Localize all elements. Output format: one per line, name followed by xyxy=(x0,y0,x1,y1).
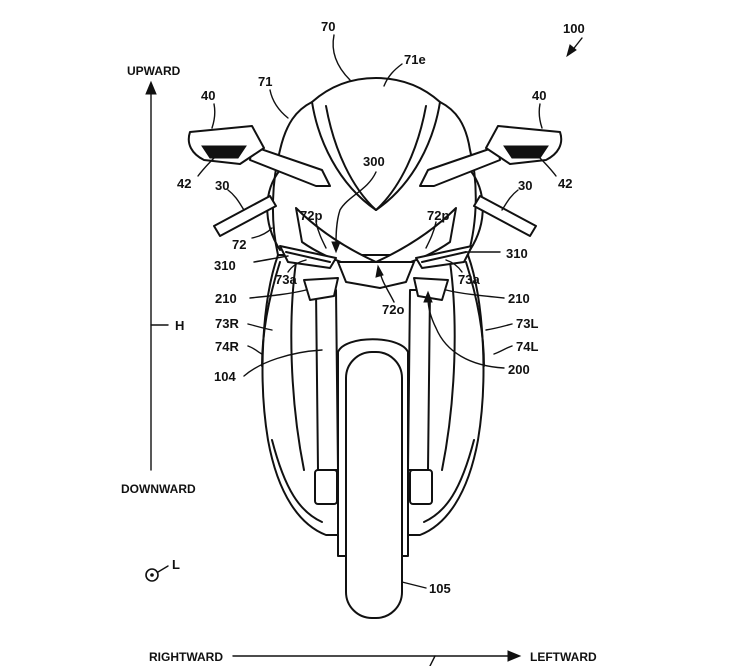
label-30-left: 30 xyxy=(518,178,532,193)
label-leftward: LEFTWARD xyxy=(530,650,597,664)
leader-lines xyxy=(197,34,557,589)
label-210-left: 210 xyxy=(508,291,530,306)
mirror-light-right xyxy=(201,145,247,159)
horizontal-axis xyxy=(232,650,522,666)
label-310-right: 310 xyxy=(214,258,236,273)
label-70: 70 xyxy=(321,19,335,34)
label-73L: 73L xyxy=(516,316,538,331)
label-200: 200 xyxy=(508,362,530,377)
label-71: 71 xyxy=(258,74,272,89)
label-71e: 71e xyxy=(404,52,426,67)
label-length-axis: L xyxy=(172,557,180,572)
label-height: H xyxy=(175,318,184,333)
vertical-axis xyxy=(145,80,169,471)
label-72o: 72o xyxy=(382,302,404,317)
reference-arrow xyxy=(566,37,583,58)
label-40-right: 40 xyxy=(201,88,215,103)
l-axis-symbol xyxy=(145,565,169,582)
label-rightward: RIGHTWARD xyxy=(149,650,223,664)
label-72p-left: 72p xyxy=(427,208,449,223)
front-wheel xyxy=(345,351,403,619)
lamp-left xyxy=(413,277,449,301)
label-74R: 74R xyxy=(215,339,239,354)
label-42-right: 42 xyxy=(177,176,191,191)
lamp-right xyxy=(303,277,339,301)
reference-number: 100 xyxy=(563,21,585,36)
label-73a-left: 73a xyxy=(458,272,480,287)
label-30-right: 30 xyxy=(215,178,229,193)
label-105: 105 xyxy=(429,581,451,596)
label-73a-right: 73a xyxy=(275,272,297,287)
part-labels: 70 71e 71 40 40 42 42 30 30 300 72p 72p … xyxy=(177,19,572,596)
label-310-left: 310 xyxy=(506,246,528,261)
label-upward: UPWARD xyxy=(127,64,181,78)
label-300: 300 xyxy=(363,154,385,169)
windshield xyxy=(311,77,441,211)
label-72p-right: 72p xyxy=(300,208,322,223)
fork-right xyxy=(315,289,339,471)
label-104: 104 xyxy=(214,369,236,384)
handle-right xyxy=(213,195,277,237)
fork-left xyxy=(407,289,431,471)
label-74L: 74L xyxy=(516,339,538,354)
label-42-left: 42 xyxy=(558,176,572,191)
mirror-light-left xyxy=(503,145,549,159)
label-72: 72 xyxy=(232,237,246,252)
label-40-left: 40 xyxy=(532,88,546,103)
label-210-right: 210 xyxy=(215,291,237,306)
handle-left xyxy=(473,195,537,237)
label-downward: DOWNWARD xyxy=(121,482,196,496)
label-73R: 73R xyxy=(215,316,239,331)
motorcycle-outline xyxy=(187,77,563,619)
